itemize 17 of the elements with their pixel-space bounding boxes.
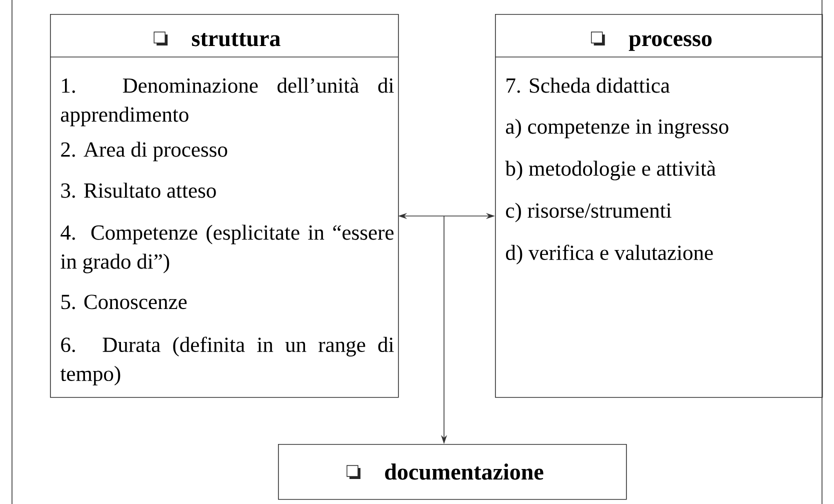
list-item: b) metodologie e attività <box>505 160 716 180</box>
heading: processo <box>628 35 712 51</box>
output-box <box>278 444 627 500</box>
heading: struttura <box>192 33 280 46</box>
list-item: d) verifica e valutazione <box>506 244 713 264</box>
list-box <box>50 14 399 398</box>
list-item: 6. Durata (definita in un range di tempo) <box>60 336 394 386</box>
list-item: a) competenze in ingresso <box>506 118 728 138</box>
heading: documentazione <box>385 464 544 480</box>
list-item: 3. Risultato atteso <box>61 182 216 198</box>
list-item: 7. Scheda didattica <box>506 78 670 93</box>
list-item: 2. Area di processo <box>61 142 228 162</box>
list-item: 1. Denominazione dell’unità di apprendimento <box>60 78 394 126</box>
list-item: 5. Conoscenze <box>61 294 187 310</box>
list-item: 4. Competenze (esplicitate in “essere in grado di”) <box>60 224 394 274</box>
list-item: c) risorse/strumenti <box>506 202 672 222</box>
list-box <box>494 14 823 398</box>
